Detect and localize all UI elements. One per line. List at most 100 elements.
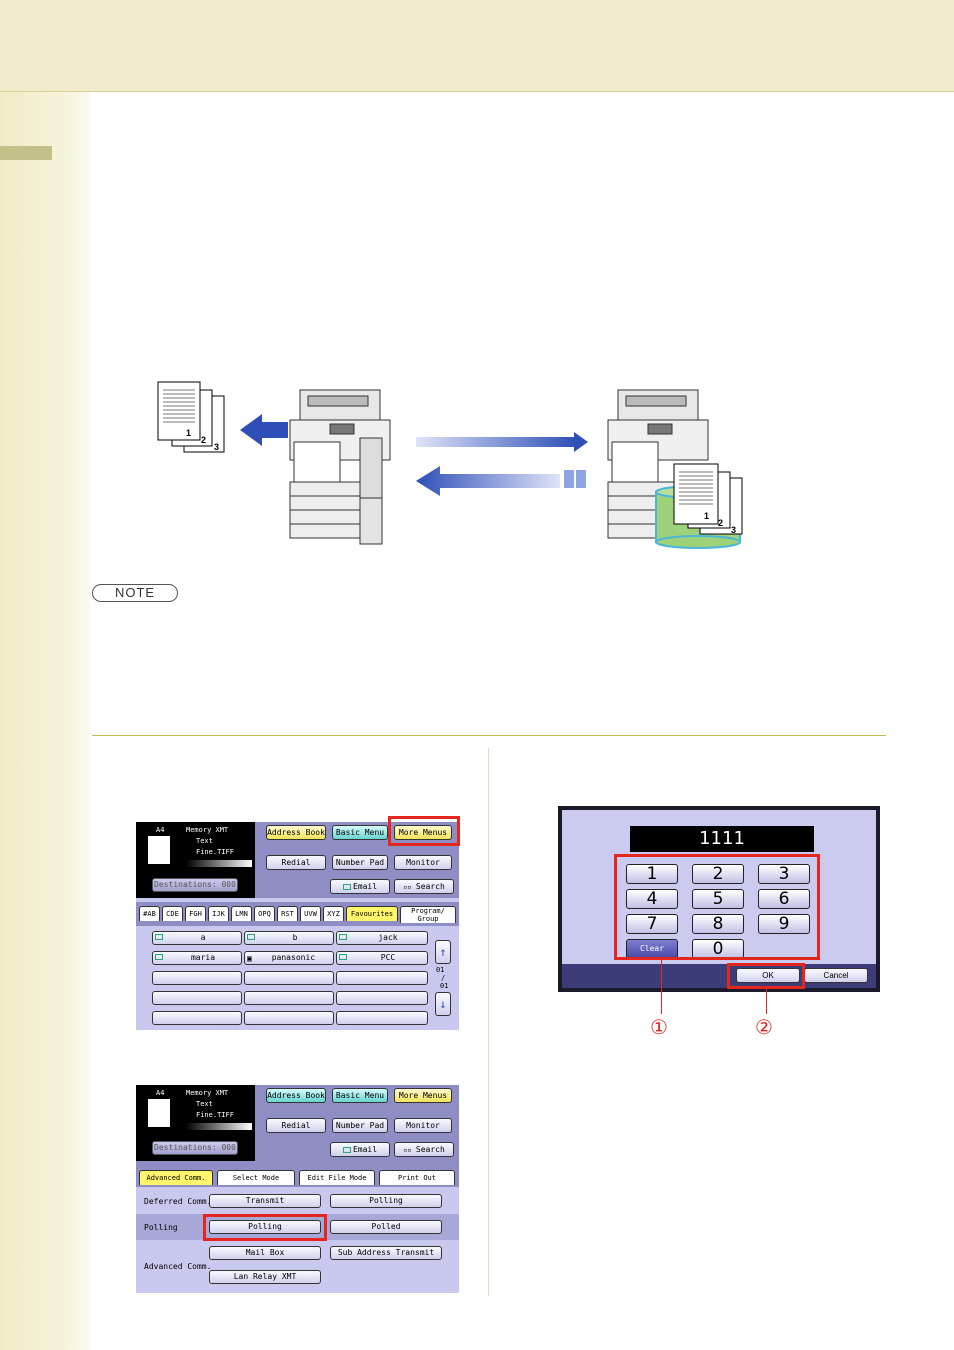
- tab-print-out[interactable]: Print Out: [379, 1170, 455, 1185]
- entry-panasonic[interactable]: ▣panasonic: [244, 951, 334, 965]
- polled-button[interactable]: Polled: [330, 1220, 442, 1234]
- destinations-button[interactable]: Destinations: 000: [152, 1141, 238, 1155]
- polling-button[interactable]: Polling: [209, 1220, 321, 1234]
- status-area: A4 Memory XMT Text Fine.TIFF Destination…: [136, 822, 255, 898]
- key-6[interactable]: 6: [758, 889, 810, 909]
- tab-ab[interactable]: #AB: [139, 906, 160, 921]
- contrast-bar: [186, 860, 252, 867]
- email-button[interactable]: Email: [330, 1142, 390, 1157]
- document-stack-left: 1 2 3: [157, 381, 225, 453]
- tab-uvw[interactable]: UVW: [300, 906, 321, 921]
- paper-size: A4: [156, 826, 165, 834]
- callout-line-1: [661, 960, 662, 1014]
- entry-empty[interactable]: [244, 991, 334, 1005]
- key-1[interactable]: 1: [626, 864, 678, 884]
- email-button[interactable]: Email: [330, 879, 390, 894]
- key-2[interactable]: 2: [692, 864, 744, 884]
- tab-rst[interactable]: RST: [277, 906, 298, 921]
- status-area: A4 Memory XMT Text Fine.TIFF Destination…: [136, 1085, 255, 1161]
- row-label-advanced: Advanced Comm.: [144, 1262, 212, 1271]
- tab-ijk[interactable]: IJK: [208, 906, 229, 921]
- key-8[interactable]: 8: [692, 914, 744, 934]
- search-icon: ▫▫: [403, 883, 416, 891]
- touch-panel-more-menus: A4 Memory XMT Text Fine.TIFF Destination…: [136, 1085, 459, 1293]
- callout-1: ①: [650, 1015, 668, 1039]
- monitor-button[interactable]: Monitor: [394, 1118, 452, 1133]
- copier-left: [289, 389, 391, 545]
- column-divider: [488, 748, 489, 1296]
- cancel-button[interactable]: Cancel: [804, 968, 868, 983]
- tab-select-mode[interactable]: Select Mode: [217, 1170, 295, 1185]
- tab-fgh[interactable]: FGH: [185, 906, 206, 921]
- key-9[interactable]: 9: [758, 914, 810, 934]
- entry-empty[interactable]: [336, 971, 428, 985]
- transmit-button[interactable]: Transmit: [209, 1194, 321, 1208]
- number-pad-button[interactable]: Number Pad: [332, 1118, 388, 1133]
- arrow-return-icon: [416, 466, 586, 496]
- resolution: Fine.TIFF: [196, 1111, 234, 1119]
- basic-menu-button[interactable]: Basic Menu: [332, 825, 388, 840]
- tab-cde[interactable]: CDE: [162, 906, 183, 921]
- entry-maria[interactable]: maria: [152, 951, 242, 965]
- key-5[interactable]: 5: [692, 889, 744, 909]
- page-separator: /: [441, 974, 446, 982]
- mail-box-button[interactable]: Mail Box: [209, 1246, 321, 1260]
- mode-label: Memory XMT: [186, 826, 229, 834]
- side-band: [0, 92, 90, 1350]
- entry-empty[interactable]: [244, 1011, 334, 1025]
- side-tab-marker: [0, 146, 52, 160]
- tab-edit-file-mode[interactable]: Edit File Mode: [299, 1170, 375, 1185]
- email-icon: [342, 1147, 351, 1153]
- header-band: [0, 0, 954, 92]
- search-button[interactable]: ▫▫ Search: [394, 1142, 454, 1157]
- entry-jack[interactable]: jack: [336, 931, 428, 945]
- key-3[interactable]: 3: [758, 864, 810, 884]
- key-4[interactable]: 4: [626, 889, 678, 909]
- basic-menu-button[interactable]: Basic Menu: [332, 1088, 388, 1103]
- tab-xyz[interactable]: XYZ: [323, 906, 344, 921]
- entry-empty[interactable]: [336, 1011, 428, 1025]
- entry-b[interactable]: b: [244, 931, 334, 945]
- entry-empty[interactable]: [152, 971, 242, 985]
- tab-lmn[interactable]: LMN: [231, 906, 252, 921]
- entry-empty[interactable]: [152, 1011, 242, 1025]
- scroll-down-icon[interactable]: ↓: [435, 992, 451, 1016]
- sub-address-transmit-button[interactable]: Sub Address Transmit: [330, 1246, 442, 1260]
- clear-button[interactable]: Clear: [626, 939, 678, 959]
- address-book-button[interactable]: Address Book: [266, 825, 326, 840]
- lan-relay-xmt-button[interactable]: Lan Relay XMT: [209, 1270, 321, 1284]
- number-display: 1111: [630, 826, 814, 852]
- tab-favourites[interactable]: Favourites: [346, 906, 398, 921]
- monitor-button[interactable]: Monitor: [394, 855, 452, 870]
- number-pad-footer: OK Cancel: [562, 964, 876, 988]
- tab-advanced-comm[interactable]: Advanced Comm.: [139, 1170, 213, 1185]
- key-7[interactable]: 7: [626, 914, 678, 934]
- number-pad-button[interactable]: Number Pad: [332, 855, 388, 870]
- more-menus-button[interactable]: More Menus: [394, 1088, 452, 1103]
- email-icon: [247, 934, 255, 940]
- scroll-up-icon[interactable]: ↑: [435, 940, 451, 964]
- entry-empty[interactable]: [152, 991, 242, 1005]
- more-menus-button[interactable]: More Menus: [394, 825, 452, 840]
- page-label-1: 1: [704, 511, 709, 521]
- address-book-button[interactable]: Address Book: [266, 1088, 326, 1103]
- resolution: Fine.TIFF: [196, 848, 234, 856]
- highlight-keypad: [614, 854, 820, 960]
- destinations-button[interactable]: Destinations: 000: [152, 878, 238, 892]
- tab-opq[interactable]: OPQ: [254, 906, 275, 921]
- tab-program-group[interactable]: Program/ Group: [400, 906, 456, 923]
- email-icon: [342, 884, 351, 890]
- redial-button[interactable]: Redial: [266, 1118, 326, 1133]
- email-icon: [155, 954, 163, 960]
- redial-button[interactable]: Redial: [266, 855, 326, 870]
- entry-a[interactable]: a: [152, 931, 242, 945]
- entry-empty[interactable]: [244, 971, 334, 985]
- ok-button[interactable]: OK: [736, 968, 800, 983]
- entry-pcc[interactable]: PCC: [336, 951, 428, 965]
- text-mode: Text: [196, 837, 213, 845]
- deferred-polling-button[interactable]: Polling: [330, 1194, 442, 1208]
- search-button[interactable]: ▫▫ Search: [394, 879, 454, 894]
- entry-empty[interactable]: [336, 991, 428, 1005]
- paper-size: A4: [156, 1089, 165, 1097]
- note-label: NOTE: [92, 584, 178, 602]
